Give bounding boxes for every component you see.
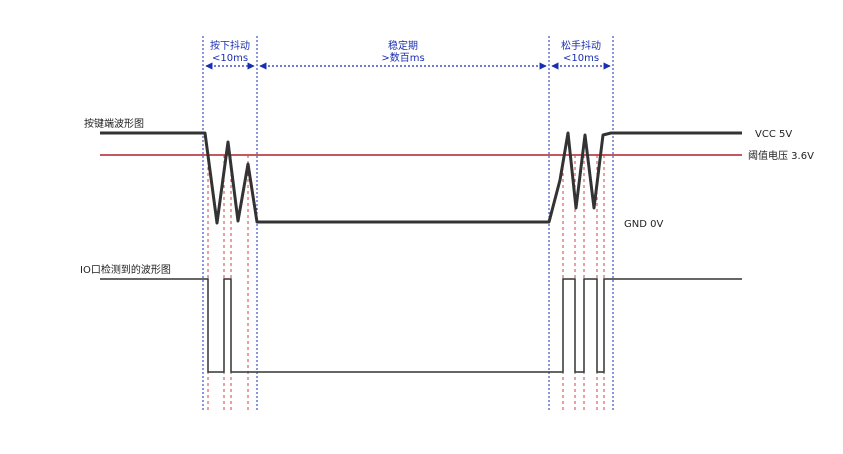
phase-boundaries [202,36,614,412]
vcc-label: VCC 5V [755,129,792,140]
io-waveform [100,278,742,373]
key-waveform-label: 按键端波形图 [84,117,144,130]
stable-period-duration: >数百ms [381,51,424,64]
release-bounce-label: 松手抖动 [561,39,601,52]
press-bounce-label: 按下抖动 [210,39,250,52]
io-waveform-label: IO口检测到的波形图 [80,263,171,276]
press-bounce-duration: <10ms [212,53,248,64]
threshold-crossing-lines [207,155,605,412]
stable-period-label: 稳定期 [388,39,418,52]
gnd-label: GND 0V [624,219,663,230]
release-bounce-duration: <10ms [563,53,599,64]
key-waveform [100,131,742,225]
threshold-label: 阈值电压 3.6V [748,149,814,162]
